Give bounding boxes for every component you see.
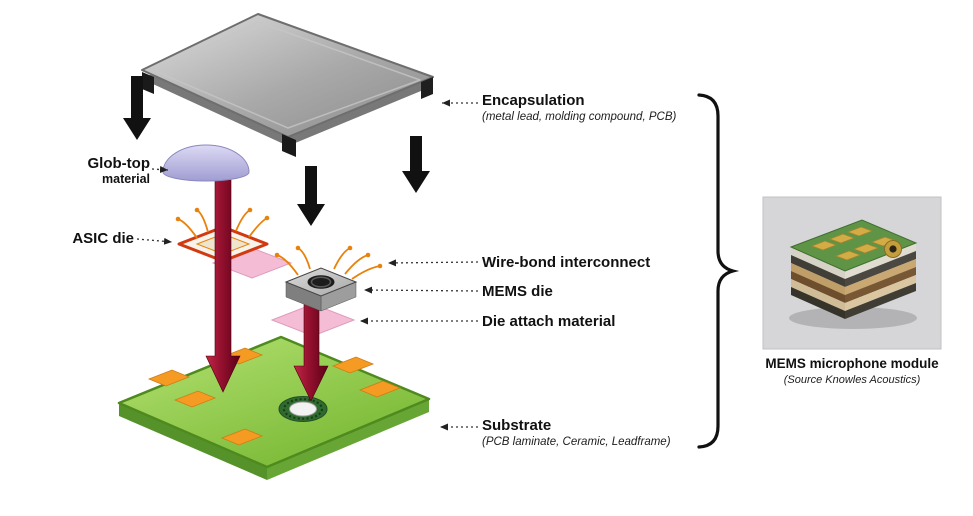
module-photo [762, 196, 942, 350]
label-substrate: Substrate (PCB laminate, Ceramic, Leadfr… [482, 417, 722, 449]
photo-caption-source: (Source Knowles Acoustics) [783, 373, 921, 386]
label-die-attach: Die attach material [482, 313, 615, 330]
down-arrow-icon [297, 166, 325, 226]
substrate-title: Substrate [482, 417, 552, 434]
bond-pad [331, 356, 375, 374]
leader-lines [136, 99, 479, 431]
glob-top-dome [162, 144, 250, 182]
bond-pad [147, 369, 191, 387]
lid-leg-left [142, 72, 154, 94]
label-wire-bond: Wire-bond interconnect [482, 254, 650, 271]
substrate-side-left [119, 403, 267, 480]
leader-mems-die [363, 286, 479, 294]
module-top-face [789, 219, 918, 272]
photo-caption: MEMS microphone module (Source Knowles A… [757, 356, 947, 386]
down-arrow-icon [402, 136, 430, 193]
grouping-brace [697, 93, 740, 449]
direction-arrows [123, 76, 430, 226]
label-glob-top: Glob-top material [58, 155, 150, 187]
substrate-side-right [267, 399, 429, 480]
wire-bond-title: Wire-bond interconnect [482, 254, 651, 271]
down-arrow-icon [123, 76, 151, 140]
lid-top-highlight [154, 21, 421, 129]
substrate-board [117, 335, 431, 480]
substrate-pads [147, 347, 402, 446]
leader-wire-bond [387, 259, 479, 267]
substrate-subtitle: (PCB laminate, Ceramic, Leadframe) [482, 436, 671, 449]
leader-asic-die [136, 237, 173, 245]
bond-pad [358, 380, 402, 398]
photo-caption-title: MEMS microphone module [765, 356, 939, 371]
bond-pad [220, 428, 264, 446]
module-gold-pads [810, 226, 898, 261]
encapsulation-lid [141, 13, 434, 157]
bond-pad [173, 390, 217, 408]
die-attach-title: Die attach material [482, 313, 616, 330]
lid-leg-right [421, 77, 433, 99]
mems-wire-bonds [274, 245, 383, 280]
asic-wire-bonds [175, 207, 270, 239]
encapsulation-title: Encapsulation [482, 92, 585, 109]
photo-shadow [789, 307, 917, 329]
label-asic-die: ASIC die [56, 230, 134, 247]
assembly-arrow-asic [205, 179, 241, 393]
label-encapsulation: Encapsulation (metal lead, molding compo… [482, 92, 722, 124]
mems-die-title: MEMS die [482, 283, 553, 300]
lid-leg-front [282, 134, 296, 157]
glob-top-title-line2: material [102, 172, 150, 187]
substrate-top [117, 335, 431, 469]
mems-die [284, 267, 358, 312]
glob-top-title: Glob-top [87, 155, 150, 172]
asic-die-title: ASIC die [72, 230, 134, 247]
module-acoustic-port-hole [889, 245, 897, 253]
acoustic-hole [278, 396, 328, 422]
encapsulation-subtitle: (metal lead, molding compound, PCB) [482, 111, 677, 124]
label-mems-die: MEMS die [482, 283, 553, 300]
